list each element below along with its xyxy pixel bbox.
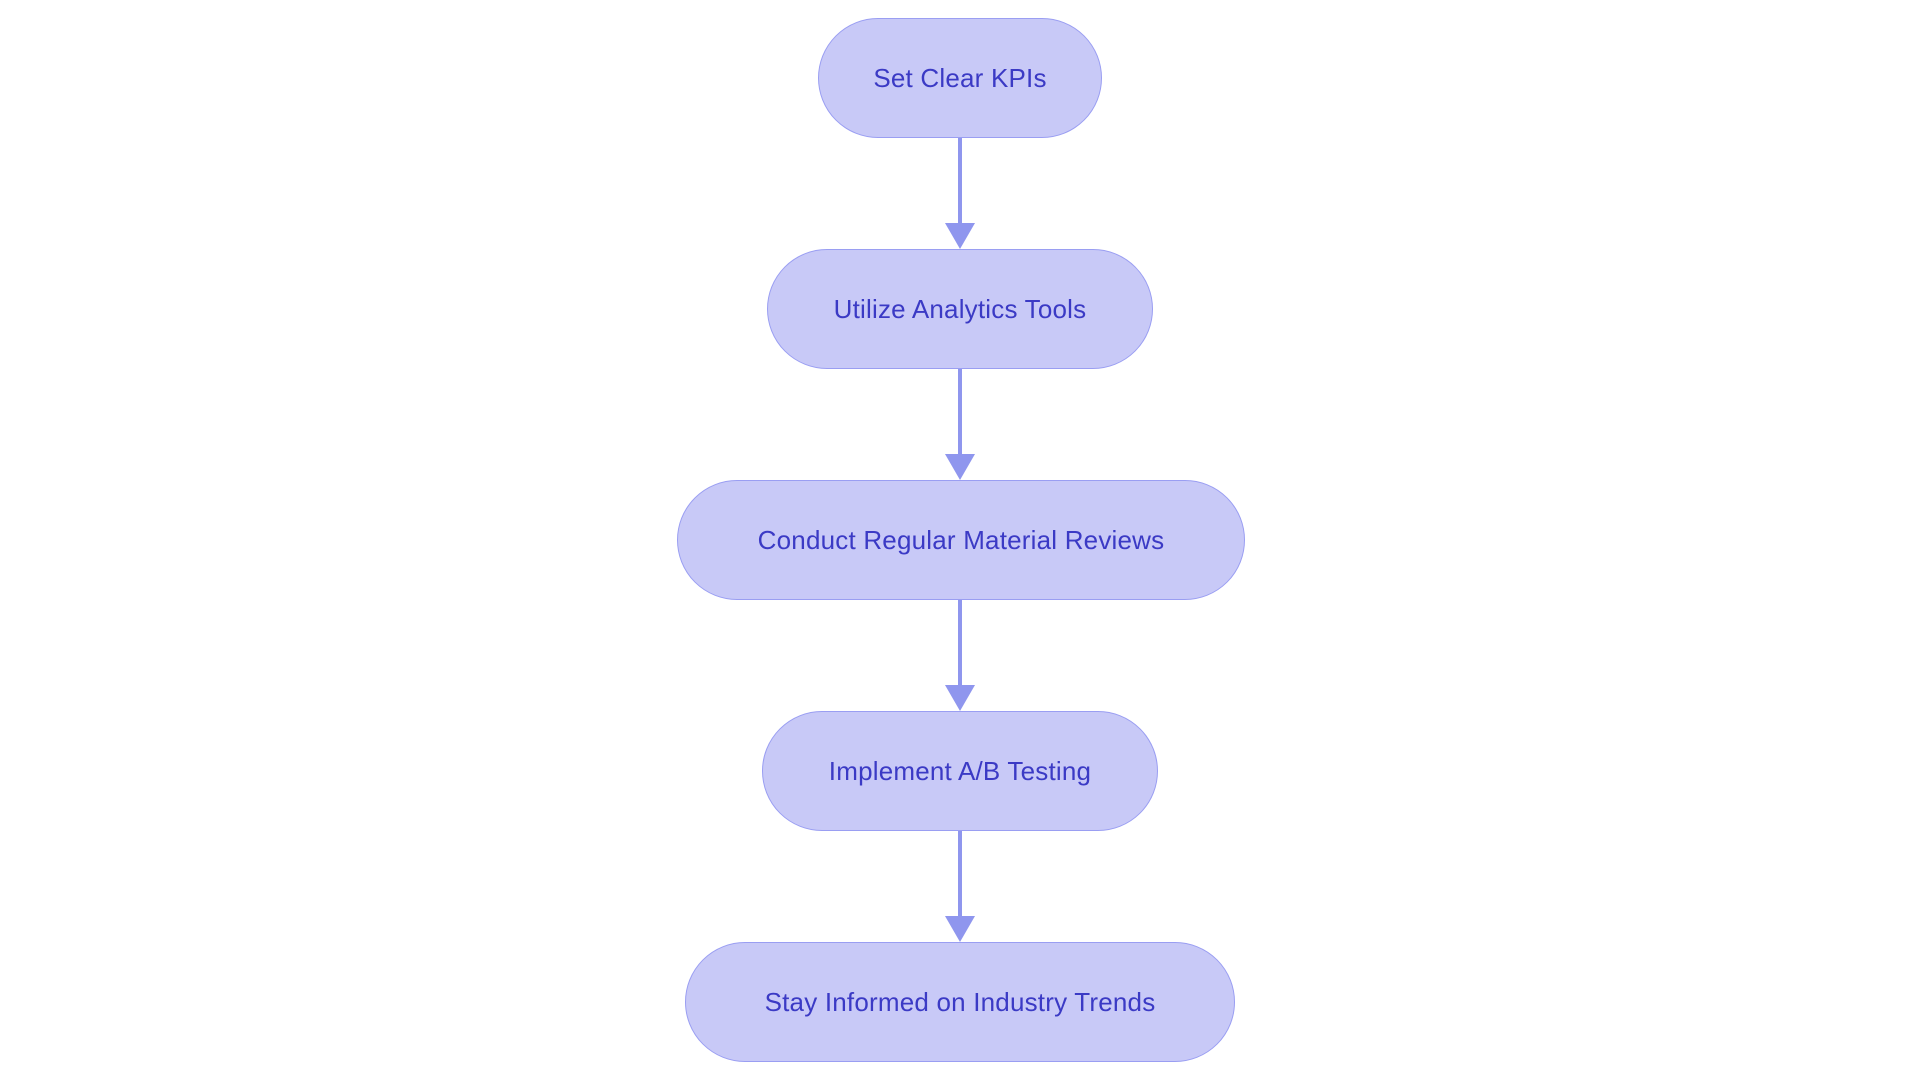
- flow-node-label: Implement A/B Testing: [828, 755, 1092, 786]
- flow-node-stay-informed-on-industry-trends: Stay Informed on Industry Trends: [685, 942, 1235, 1062]
- flow-arrow-down-icon: [945, 369, 975, 480]
- flow-node-conduct-regular-material-reviews: Conduct Regular Material Reviews: [677, 480, 1245, 600]
- flow-node-implement-ab-testing: Implement A/B Testing: [762, 711, 1158, 831]
- flow-arrow-down-icon: [945, 600, 975, 711]
- flow-node-label: Utilize Analytics Tools: [833, 293, 1087, 324]
- flow-node-set-clear-kpis: Set Clear KPIs: [818, 18, 1102, 138]
- flow-arrow-down-icon: [945, 831, 975, 942]
- flow-node-utilize-analytics-tools: Utilize Analytics Tools: [767, 249, 1153, 369]
- flow-node-label: Stay Informed on Industry Trends: [764, 986, 1156, 1017]
- flow-arrow-down-icon: [945, 138, 975, 249]
- flow-node-label: Conduct Regular Material Reviews: [757, 524, 1165, 555]
- flow-node-label: Set Clear KPIs: [873, 62, 1047, 93]
